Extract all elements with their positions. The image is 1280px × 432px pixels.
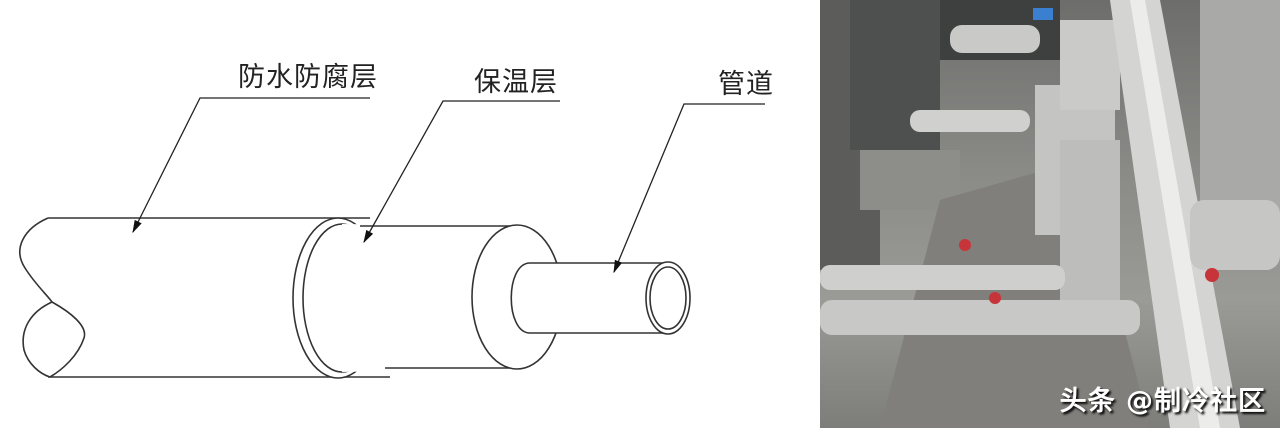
label-outer-layer: 防水防腐层 (238, 62, 378, 93)
leader-pipe (613, 103, 765, 274)
outer-waterproof-layer (19, 217, 390, 379)
watermark: 头条 @制冷社区 (1059, 386, 1266, 417)
inner-pipe (510, 261, 691, 335)
pipe-cross-section-drawing (19, 97, 765, 379)
label-pipe: 管道 (718, 69, 774, 100)
leader-outer-layer (132, 97, 370, 234)
photo-illustration (820, 0, 1280, 428)
pipe-insulation-diagram: 防水防腐层 保温层 管道 (19, 62, 774, 379)
leader-lines (132, 97, 765, 274)
leader-insulation (363, 100, 560, 244)
label-insulation-layer: 保温层 (474, 67, 558, 98)
installed-pipes-photo: 头条 @制冷社区 (820, 0, 1280, 428)
